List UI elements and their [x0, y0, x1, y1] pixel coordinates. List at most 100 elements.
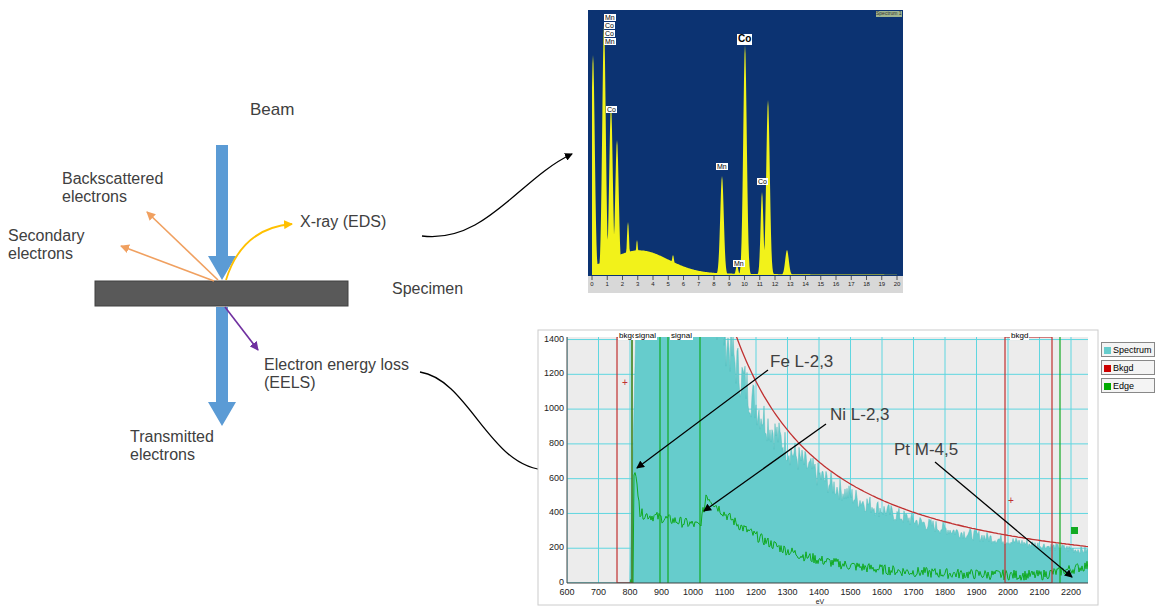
electron-label: Transmitted electrons: [130, 428, 240, 465]
edge-label: Ni L-2,3: [830, 405, 890, 425]
tick-label: 13: [787, 281, 794, 288]
axis-line: [567, 337, 568, 583]
peak-label: Co: [606, 106, 617, 113]
tick: [698, 276, 699, 280]
tick-label: 19: [878, 281, 885, 288]
tick-label: 2: [621, 281, 624, 288]
tick: [775, 276, 776, 280]
tick-label: 18: [863, 281, 870, 288]
legend-entry: Edge: [1101, 378, 1155, 393]
background-fit: [700, 337, 1088, 547]
tick: [668, 276, 669, 280]
tick: [866, 276, 867, 280]
peak-label: Co: [604, 22, 615, 29]
tick-label: 800: [537, 438, 564, 448]
legend-text: Spectrum: [1113, 345, 1152, 355]
peak-label: Mn: [604, 38, 616, 45]
tick-label: 600: [559, 587, 574, 597]
leader-arrow: [704, 424, 826, 511]
tick-label: 1300: [777, 587, 797, 597]
tick: [897, 276, 898, 280]
secondary-arrow: [121, 246, 214, 281]
tick-label: 1000: [683, 587, 703, 597]
bkgd-window: [1005, 337, 1052, 583]
legend-swatch: [1104, 347, 1111, 354]
peak-label: Co: [757, 178, 768, 185]
tick-label: 1400: [809, 587, 829, 597]
xray-arrow: [226, 224, 292, 280]
tick-label: 1100: [715, 587, 734, 597]
tick-label: 1200: [746, 587, 766, 597]
marker: +: [1008, 495, 1014, 506]
tick: [729, 276, 730, 280]
tick-label: 200: [537, 542, 564, 552]
tick-label: 900: [654, 587, 669, 597]
peak-label: Co: [737, 34, 752, 45]
tick-label: 5: [667, 281, 670, 288]
legend-entry: Bkgd: [1101, 360, 1155, 375]
specimen: [95, 281, 348, 306]
tick-label: 4: [651, 281, 654, 288]
specimen-label: Specimen: [392, 280, 463, 298]
tick-label: 8: [712, 281, 715, 288]
tick-label: 2100: [1029, 587, 1049, 597]
spectrum-name: Spectrum 1: [876, 11, 902, 17]
tick: [881, 276, 882, 280]
bkgd-window: [617, 337, 632, 583]
tick-label: 3: [636, 281, 639, 288]
tick-label: 1900: [966, 587, 986, 597]
tick-label: 11: [757, 281, 763, 288]
tick: [805, 276, 806, 280]
eds-axis: [588, 276, 903, 293]
electron-label: Backscattered electrons: [62, 170, 160, 207]
transmitted-arrow: [208, 307, 236, 426]
tick-label: 1500: [840, 587, 860, 597]
eels-arrow: [225, 307, 258, 350]
edge-signal: [630, 473, 1088, 583]
tick-label: 2200: [1061, 587, 1081, 597]
tick: [744, 276, 745, 280]
tick-label: 1: [606, 281, 609, 288]
signal-window: [659, 337, 660, 583]
signal-window: [667, 337, 668, 583]
beam-label: Beam: [250, 100, 294, 120]
peak-label: Mn: [716, 163, 728, 170]
tick-label: 1700: [903, 587, 923, 597]
tick-label: 0: [537, 577, 564, 587]
tick: [637, 276, 638, 280]
tick-label: 20: [894, 281, 901, 288]
tick: [759, 276, 760, 280]
pointer-curve: [420, 372, 548, 470]
axis-title: eV: [816, 598, 825, 606]
tick-label: 2000: [998, 587, 1018, 597]
window-label: signal: [634, 332, 657, 340]
tick-label: 10: [741, 281, 748, 288]
tick-label: 800: [622, 587, 637, 597]
tick-label: 1600: [872, 587, 892, 597]
tick-label: 400: [537, 507, 564, 517]
signal-window: [1059, 337, 1060, 583]
tick-label: 14: [802, 281, 809, 288]
grid-line: [567, 583, 1088, 584]
legend-swatch: [1104, 365, 1111, 372]
tick-label: 17: [848, 281, 855, 288]
tick: [653, 276, 654, 280]
edge-label: Fe L-2,3: [770, 352, 833, 372]
legend-text: Edge: [1113, 381, 1134, 391]
legend-swatch: [1104, 383, 1111, 390]
tick: [836, 276, 837, 280]
eds-spectrum: [592, 25, 897, 275]
signal-label: Electron energy loss (EELS): [264, 356, 424, 393]
tick-label: 16: [833, 281, 840, 288]
tick-label: 700: [591, 587, 606, 597]
tick: [851, 276, 852, 280]
leader-arrow: [637, 370, 768, 468]
tick-label: 1800: [935, 587, 955, 597]
peak-label: Mn: [604, 14, 616, 21]
signal-window: [699, 337, 700, 583]
signal-window: [631, 337, 632, 583]
signal-label: X-ray (EDS): [300, 213, 386, 231]
eels-spectrum: [567, 337, 1088, 583]
tick: [714, 276, 715, 280]
tick-label: 6: [682, 281, 685, 288]
